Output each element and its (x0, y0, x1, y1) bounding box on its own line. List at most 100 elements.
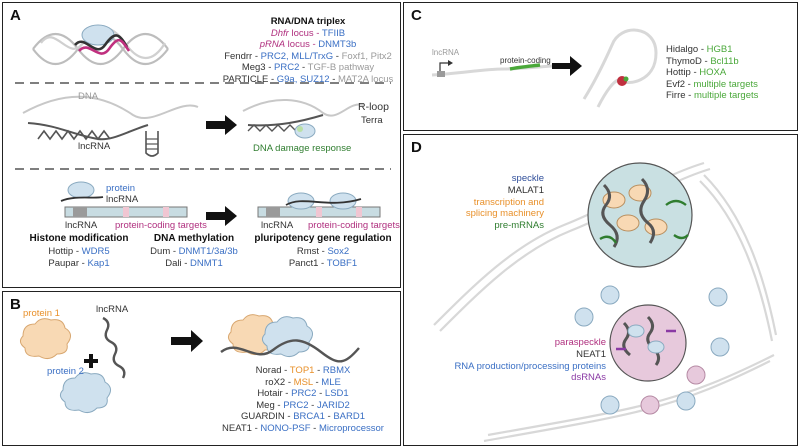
text-segment: splicing machinery (465, 208, 544, 220)
pluri-title: pluripotency gene regulation (254, 233, 392, 244)
text-segment: MAT2A locus (338, 73, 394, 85)
text-segment: - (333, 50, 342, 62)
panel-c-graphics (431, 28, 658, 108)
rloop-right-dna (242, 99, 364, 117)
text-segment: Panct1 - (288, 257, 327, 269)
text-segment: transcription and (473, 196, 544, 208)
text-segment: DNMT3b (318, 39, 357, 51)
text-segment: speckle (511, 173, 544, 184)
text-segment: Hottip - (666, 67, 700, 78)
text-segment: PARTICLE - (222, 73, 277, 85)
text-segment: NONO-PSF (260, 422, 311, 434)
rloop-damage-label: DNA damage response (253, 143, 352, 154)
b-example-row: Meg - PRC2 - JARID2 (213, 400, 393, 412)
c-example-row: Hidalgo - HGB1 (666, 44, 796, 56)
text-segment: BRCA1 (293, 411, 325, 422)
text-segment: HGB1 (706, 44, 733, 55)
text-segment: Hottip - (48, 246, 82, 257)
c-lncrna-label: lncRNA (432, 48, 460, 57)
b-lncrna-wave (102, 316, 126, 379)
rloop-dna-strand (22, 95, 199, 120)
text-segment: multiple targets (693, 90, 759, 101)
paraspeckle-contents (616, 315, 676, 366)
panel-d-graphics (433, 161, 778, 443)
text-segment: JARID2 (317, 399, 350, 411)
methyl-row: Dali - DNMT1 (141, 258, 247, 270)
rloop-example: Terra (361, 115, 383, 126)
text-segment: ThymoD - (666, 55, 711, 67)
methyl-row: Dum - DNMT1/3a/3b (141, 246, 247, 258)
speckle-legend-item: speckle (444, 173, 544, 185)
arrow-rloop (206, 115, 237, 135)
panel-d: D (403, 134, 798, 446)
pluri-row: Panct1 - TOBF1 (248, 258, 398, 270)
paraspeckle-legend-item: NEAT1 (406, 349, 606, 361)
text-segment: Rmst - (296, 246, 328, 257)
histone-row: Paupar - Kap1 (21, 258, 137, 270)
triplex-row: Meg3 - PRC2 - TGF-B pathway (198, 62, 418, 73)
text-segment: Evf2 - (666, 78, 694, 90)
histone-row: Hottip - WDR5 (21, 246, 137, 258)
text-segment: Kap1 (87, 257, 110, 269)
b-example-row: roX2 - MSL - MLE (213, 377, 393, 389)
b-protein2-label: protein 2 (47, 366, 84, 377)
b-example-row: NEAT1 - NONO-PSF - Microprocessor (213, 423, 393, 435)
text-segment: Meg3 - (241, 62, 275, 74)
paraspeckle-legend-item: dsRNAs (406, 372, 606, 384)
text-segment: dsRNAs (571, 372, 606, 384)
b-example-row: Norad - TOP1 - RBMX (213, 365, 393, 377)
text-segment: Dali - (165, 257, 191, 269)
text-segment: paraspeckle (554, 337, 606, 348)
text-segment: Firre - (666, 90, 694, 101)
text-segment: Bcl11b (710, 55, 739, 67)
methyl-title: DNA methylation (153, 233, 235, 244)
text-segment: MLE (321, 376, 341, 388)
text-segment: PRC2, MLL/TrxG (260, 50, 334, 62)
rloop-lncrna-zigzag (37, 129, 111, 141)
text-segment: locus - (285, 39, 319, 51)
text-segment: pRNA (259, 39, 286, 51)
triplex-title: RNA/DNA triplex (270, 16, 346, 27)
text-segment: TOP1 (289, 365, 315, 376)
text-segment: DNMT1 (190, 257, 223, 269)
text-segment: WDR5 (81, 246, 110, 257)
text-segment: roX2 - (265, 376, 294, 388)
pluri-row: Rmst - Sox2 (248, 246, 398, 258)
b-protein1-blob (19, 318, 71, 360)
arrow-b (171, 330, 203, 352)
triplex-row: Fendrr - PRC2, MLL/TrxG - Foxf1, Pitx2 (198, 51, 418, 62)
text-segment: Hotair - (257, 388, 292, 399)
text-segment: MALAT1 (507, 184, 544, 196)
d-floating-bodies (574, 285, 730, 415)
text-segment: MSL (293, 376, 313, 388)
text-segment: GUARDIN - (240, 411, 294, 422)
text-segment: multiple targets (693, 78, 758, 90)
text-segment: NEAT1 - (222, 422, 261, 434)
text-segment: TFIIB (321, 28, 346, 39)
speckle-legend-item: transcription and (444, 197, 544, 209)
b-protein1-label: protein 1 (23, 308, 60, 319)
panel-b-label: B (10, 296, 21, 313)
c-pc-label: protein-coding (500, 56, 551, 65)
arrow-lower (206, 206, 237, 226)
lower-left-targets: protein-coding targets (115, 220, 207, 231)
speckle-contents (599, 177, 689, 248)
text-segment: - (299, 62, 308, 74)
text-segment: RNA production/processing proteins (454, 360, 606, 372)
text-segment: Foxf1, Pitx2 (341, 50, 392, 62)
text-segment: PRC2 (291, 388, 317, 399)
panel-d-label: D (411, 139, 422, 156)
b-lncrna-label: lncRNA (96, 304, 129, 315)
lower-lncrna-label: lncRNA (106, 194, 139, 205)
panel-c-label: C (411, 7, 422, 24)
text-segment: G9a, SUZ12 (276, 73, 330, 85)
text-segment: DNMT1/3a/3b (178, 246, 238, 257)
panel-b-graphics (19, 314, 360, 414)
c-example-row: Hottip - HOXA (666, 67, 796, 79)
